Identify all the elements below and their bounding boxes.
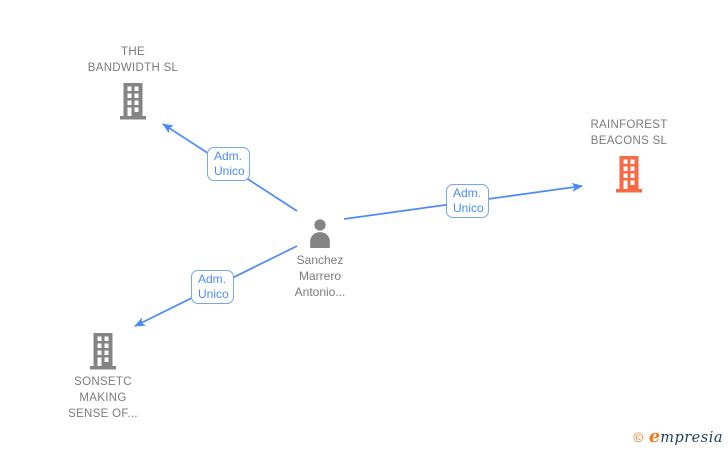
building-icon-highlighted bbox=[616, 156, 642, 193]
company-name-line: SONSETC bbox=[74, 376, 132, 388]
company-node-sonsetc[interactable]: SONSETC MAKING SENSE OF... bbox=[33, 332, 173, 422]
edge-label-adm-unico[interactable]: Adm. Unico bbox=[191, 270, 234, 304]
edge-label-adm-unico[interactable]: Adm. Unico bbox=[207, 147, 250, 181]
building-icon bbox=[120, 83, 146, 120]
company-node-rainforest-beacons[interactable]: RAINFOREST BEACONS SL bbox=[559, 117, 699, 193]
company-name-line: SENSE OF... bbox=[68, 408, 138, 420]
person-node-sanchez-marrero[interactable]: Sanchez Marrero Antonio... bbox=[250, 217, 390, 300]
company-name-line: THE bbox=[121, 46, 145, 58]
copyright-icon: © bbox=[631, 431, 645, 446]
person-name-line: Marrero bbox=[298, 269, 341, 283]
company-name-line: MAKING bbox=[79, 392, 127, 404]
brand-name: mpresia bbox=[660, 430, 723, 446]
edge-label-adm-unico[interactable]: Adm. Unico bbox=[446, 184, 489, 218]
building-icon bbox=[90, 333, 116, 370]
company-name-line: RAINFOREST bbox=[590, 119, 668, 131]
company-name-line: BANDWIDTH SL bbox=[87, 62, 179, 74]
company-name-line: BEACONS SL bbox=[590, 135, 668, 147]
person-name-line: Antonio... bbox=[294, 285, 346, 299]
company-node-the-bandwidth[interactable]: THE BANDWIDTH SL bbox=[63, 44, 203, 120]
person-name-line: Sanchez bbox=[296, 253, 344, 267]
brand-initial: e bbox=[648, 426, 661, 447]
person-icon bbox=[310, 219, 330, 248]
empresia-watermark: ©empresia bbox=[632, 426, 723, 447]
